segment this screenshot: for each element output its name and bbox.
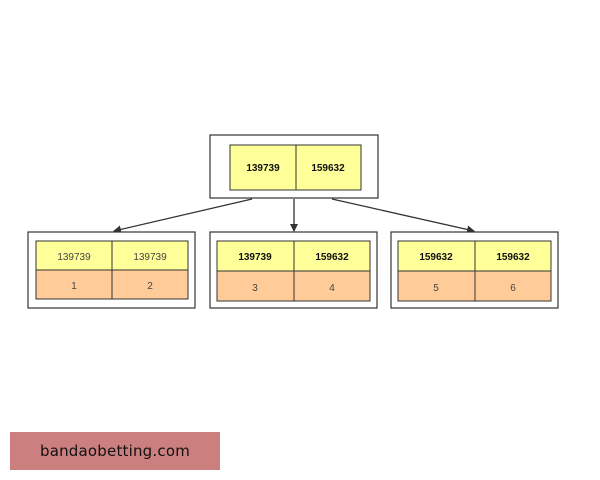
root-key-cell-2 <box>295 144 362 191</box>
child-1-value-1: 1 <box>71 281 77 292</box>
child-3-key-2: 159632 <box>496 252 530 263</box>
watermark-text: bandaobetting.com <box>39 442 191 460</box>
edge-root-to-right <box>331 198 475 234</box>
child-2-value-1: 3 <box>252 283 258 294</box>
child-3-key-1: 159632 <box>419 252 453 263</box>
child-node-2: 139739 159632 3 4 <box>209 231 378 309</box>
watermark-banner: bandaobetting.com <box>10 432 220 470</box>
child-1-key-cell-2 <box>111 240 189 271</box>
root-key-cell-1 <box>229 144 297 191</box>
root-key-2: 159632 <box>311 163 345 174</box>
child-2-key-cell-2 <box>293 240 371 272</box>
edge-root-to-left <box>113 198 253 234</box>
child-1-value-2: 2 <box>147 281 153 292</box>
child-3-value-cell-2 <box>474 270 552 302</box>
child-node-1: 139739 139739 1 2 <box>27 231 196 309</box>
child-node-3: 159632 159632 5 6 <box>390 231 559 309</box>
child-3-value-cell-1 <box>397 270 476 302</box>
child-2-key-2: 159632 <box>315 252 349 263</box>
child-1-key-1: 139739 <box>57 252 91 263</box>
root-node: 139739 159632 <box>209 134 379 199</box>
child-2-key-1: 139739 <box>238 252 272 263</box>
child-2-key-cell-1 <box>216 240 295 272</box>
child-3-key-cell-1 <box>397 240 476 272</box>
child-1-key-2: 139739 <box>133 252 167 263</box>
child-3-value-1: 5 <box>433 283 439 294</box>
child-2-value-2: 4 <box>329 283 335 294</box>
child-1-value-cell-2 <box>111 269 189 300</box>
root-key-1: 139739 <box>246 163 280 174</box>
child-2-value-cell-2 <box>293 270 371 302</box>
child-3-value-2: 6 <box>510 283 516 294</box>
